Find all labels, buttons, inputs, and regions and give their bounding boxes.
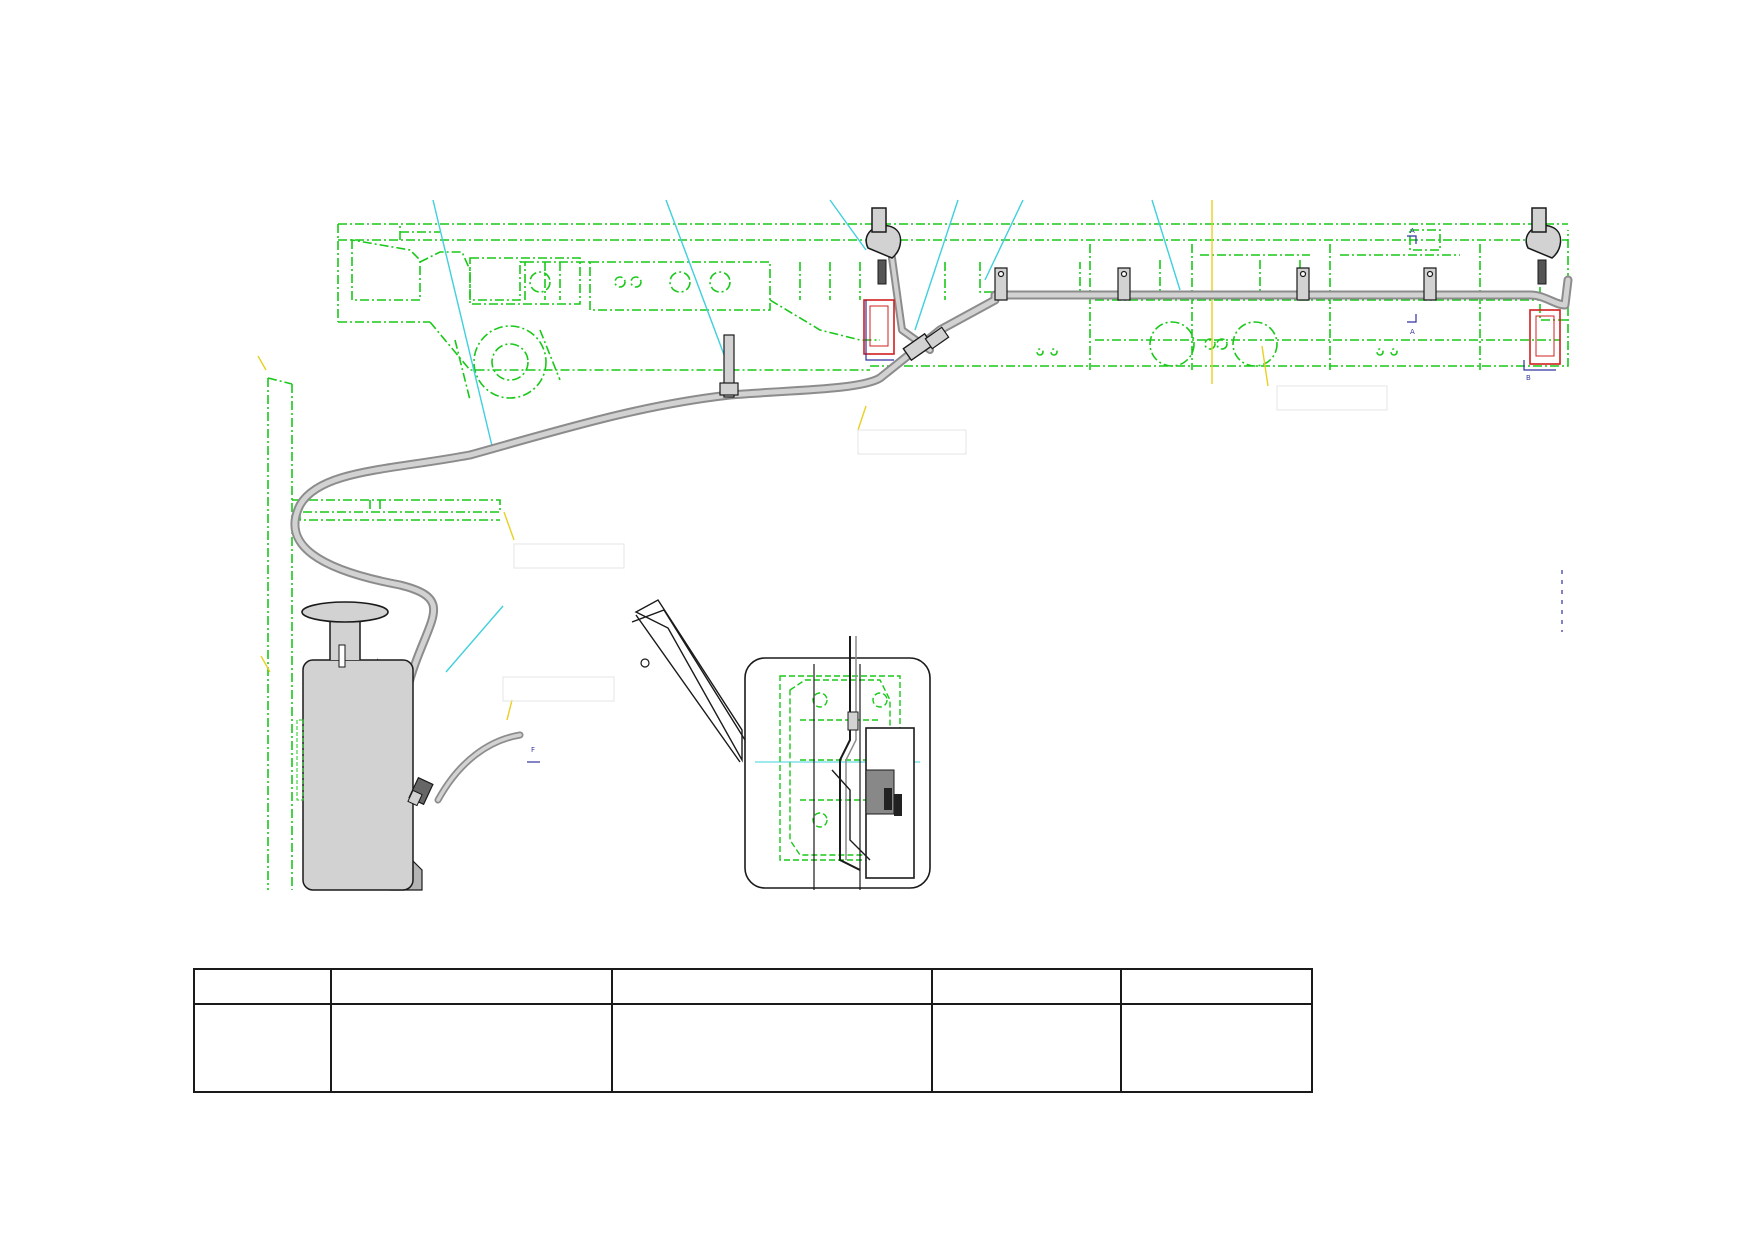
section-markers [1407,235,1563,632]
cyan-leader-lines [432,199,1181,691]
spec-table-cell [931,1003,1122,1093]
washer-pump [407,776,434,807]
spec-table-cell [330,1003,613,1093]
hose-clips [994,267,1437,301]
spec-table-body-row [193,1003,1313,1093]
spec-table-cell [611,1003,933,1093]
standing-hose-clip [719,334,739,398]
section-mark-a-bottom: A [1410,328,1415,336]
spray-nozzle-left [863,207,902,361]
section-mark-a-top: A [1410,227,1415,235]
t-connector [902,326,950,362]
spec-table-header-cell [611,968,933,1005]
spec-table-header-row [193,968,1313,1005]
spec-table-header-cell [193,968,332,1005]
yellow-leader-lines [257,200,1269,721]
tank-mark: F [531,746,535,754]
callout-boxes [502,385,1388,702]
detail-view [631,599,931,890]
spec-table-header-cell [330,968,613,1005]
chassis-frame-rail [337,223,1569,401]
spray-nozzle-right [1523,207,1562,371]
washer-reservoir [296,601,423,891]
spec-table-header-cell [931,968,1122,1005]
spec-table-cell [1120,1003,1313,1093]
spec-table-cell [193,1003,332,1093]
washer-hose [290,254,1573,804]
section-mark-b-bottom: B [1526,374,1531,382]
spec-table-header-cell [1120,968,1313,1005]
spec-table [193,968,1313,1093]
